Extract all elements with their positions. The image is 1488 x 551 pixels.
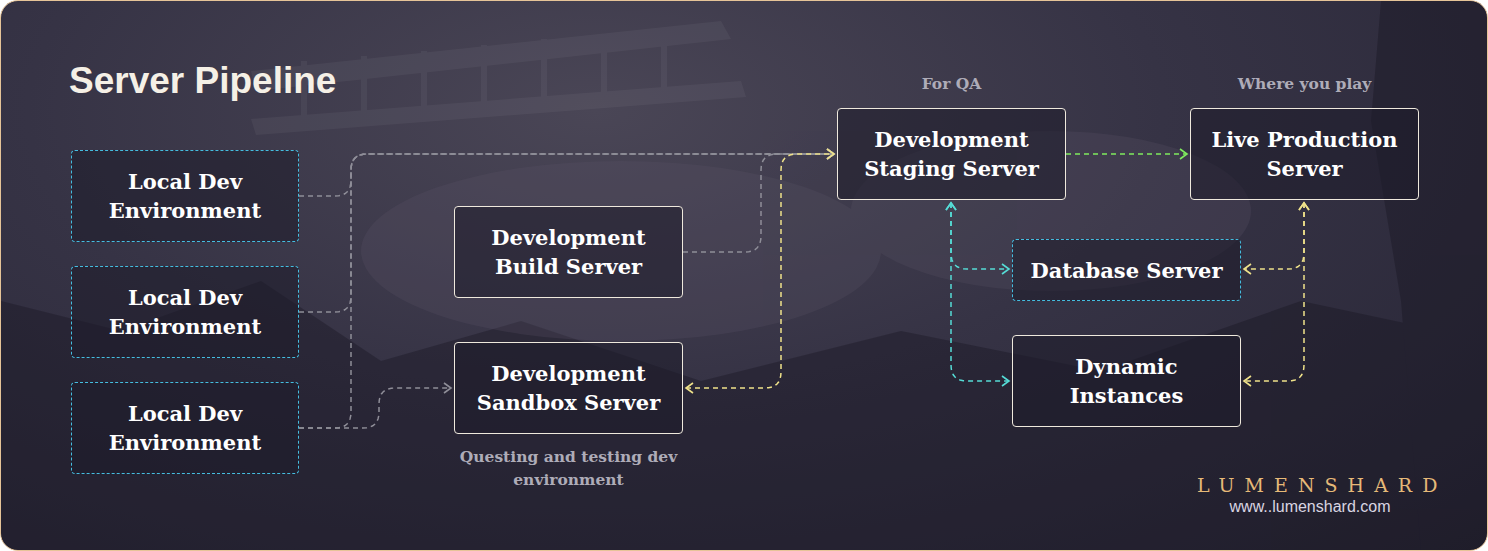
- environment-box: Local Dev Environment: [71, 266, 299, 358]
- box-label: Local Dev Environment: [76, 167, 294, 225]
- box-caption: Where you play: [1190, 72, 1420, 95]
- server-box: For QADevelopment Staging Server: [837, 108, 1066, 200]
- box-caption: Questing and testing dev environment: [454, 445, 684, 491]
- box-label: Development Staging Server: [843, 125, 1061, 183]
- box-label: Development Sandbox Server: [460, 359, 678, 417]
- pipeline-connector: [299, 154, 834, 312]
- environment-box: Local Dev Environment: [71, 150, 299, 242]
- pipeline-connector: [951, 203, 1009, 269]
- box-label: Local Dev Environment: [76, 283, 294, 341]
- brand-logo: LUMENSHARD: [1197, 473, 1433, 497]
- server-box: Dynamic Instances: [1012, 335, 1241, 427]
- diagram-title: Server Pipeline: [69, 59, 336, 103]
- server-box: Where you playLive Production Server: [1190, 108, 1419, 200]
- pipeline-connector: [299, 154, 834, 196]
- pipeline-connector: [683, 154, 834, 252]
- box-label: Development Build Server: [460, 223, 678, 281]
- box-label: Live Production Server: [1196, 125, 1414, 183]
- server-box: Development Build Server: [454, 206, 683, 298]
- box-label: Dynamic Instances: [1018, 352, 1236, 410]
- environment-box: Local Dev Environment: [71, 382, 299, 474]
- pipeline-connector: [1244, 203, 1304, 269]
- environment-box: Database Server: [1012, 239, 1241, 301]
- pipeline-connector: [1244, 203, 1304, 381]
- box-caption: For QA: [837, 72, 1067, 95]
- box-label: Database Server: [1030, 256, 1222, 285]
- box-label: Local Dev Environment: [76, 399, 294, 457]
- server-box: Development Sandbox ServerQuesting and t…: [454, 342, 683, 434]
- pipeline-connector: [951, 203, 1009, 381]
- pipeline-connector: [299, 388, 451, 428]
- website-url: www..lumenshard.com: [1197, 497, 1423, 517]
- pipeline-connector: [1066, 153, 1187, 155]
- pipeline-connector: [686, 154, 834, 388]
